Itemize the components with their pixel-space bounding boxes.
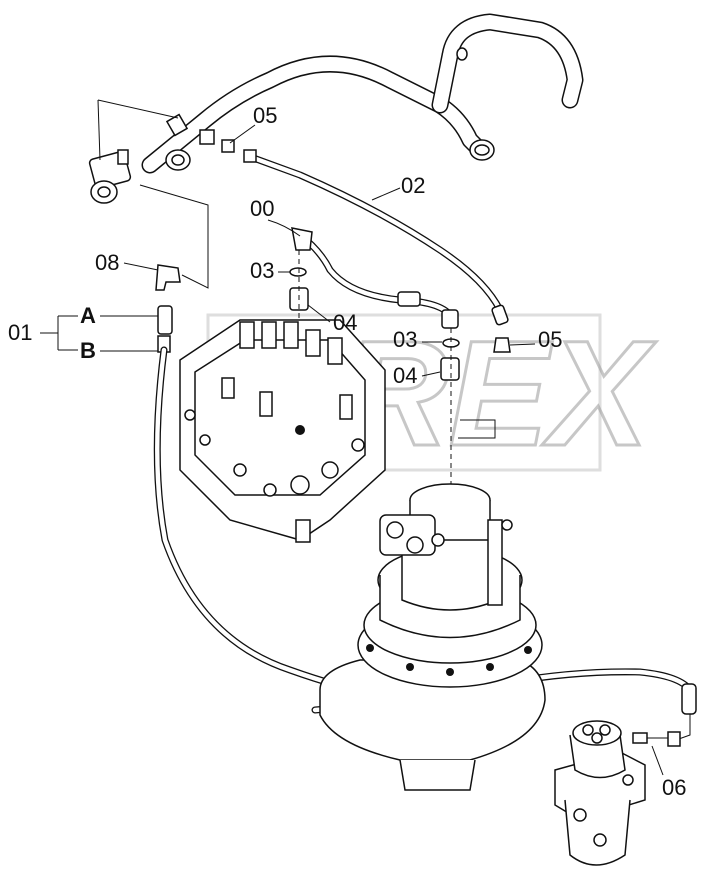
port-a-label: A (80, 303, 96, 328)
callout-04-upper: 04 (333, 310, 357, 335)
callout-01: 01 (8, 320, 32, 345)
o-ring-03-upper (289, 267, 307, 277)
callout-03-lower: 03 (393, 327, 417, 352)
hose-02 (243, 149, 509, 326)
callouts: 05 02 00 08 03 04 03 05 04 06 01 A B (8, 103, 686, 800)
elbow-08 (155, 264, 181, 291)
callout-04-lower: 04 (393, 363, 417, 388)
callout-00: 00 (250, 196, 274, 221)
port-b-label: B (80, 338, 96, 363)
callout-05-lower: 05 (538, 327, 562, 352)
callout-02: 02 (401, 173, 425, 198)
swivel-joint (554, 720, 681, 866)
fitting-05-lower (493, 337, 511, 353)
top-pipe-assembly (88, 13, 584, 289)
control-valve (179, 319, 386, 543)
fittings-03-04 (289, 250, 511, 490)
callout-03-upper: 03 (250, 258, 274, 283)
swing-motor (319, 483, 546, 791)
callout-08: 08 (95, 250, 119, 275)
callout-05-upper: 05 (253, 103, 277, 128)
adapter-04-lower (440, 357, 460, 381)
fitting-05-upper (221, 139, 235, 153)
callout-06: 06 (662, 775, 686, 800)
